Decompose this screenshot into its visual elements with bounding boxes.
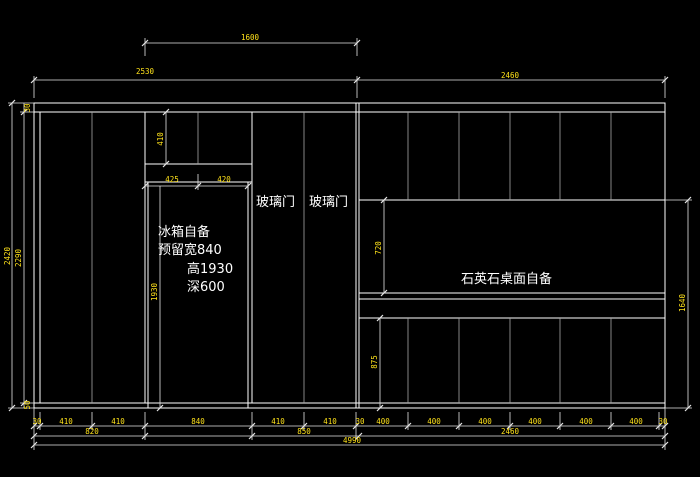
top-dimensions bbox=[30, 38, 669, 98]
dim-1930: 1930 bbox=[150, 282, 159, 301]
dim-bot-410c: 410 bbox=[271, 417, 285, 426]
dimension-tick bbox=[684, 196, 692, 204]
dim-bot-400d: 400 bbox=[528, 417, 542, 426]
dim-bot-30c: 30 bbox=[658, 417, 668, 426]
dim-720: 720 bbox=[374, 241, 383, 255]
note-fridge-3: 高1930 bbox=[187, 261, 233, 277]
dim-2460: 2460 bbox=[501, 71, 520, 80]
dimension-tick bbox=[141, 182, 149, 190]
dimension-tick bbox=[244, 182, 252, 190]
note-glass-door-1: 玻璃门 bbox=[256, 195, 295, 210]
dimension-tick bbox=[248, 432, 256, 440]
dimension-tick bbox=[30, 422, 38, 430]
dimension-tick bbox=[36, 422, 44, 430]
dim-bot-840: 840 bbox=[191, 417, 205, 426]
dimension-tick bbox=[380, 196, 388, 204]
quartz-countertop bbox=[358, 292, 666, 300]
dimension-tick bbox=[353, 76, 361, 84]
dimension-tick bbox=[376, 404, 384, 412]
dim-bot-30b: 30 bbox=[355, 417, 365, 426]
dim-bot-410d: 410 bbox=[323, 417, 337, 426]
dimension-tick bbox=[556, 422, 564, 430]
dimension-tick bbox=[661, 76, 669, 84]
dimension-tick bbox=[655, 422, 663, 430]
dimension-tick bbox=[8, 404, 16, 412]
dim-total-4990: 4990 bbox=[343, 436, 362, 445]
inner-dimensions bbox=[141, 108, 692, 412]
dimension-tick bbox=[248, 422, 256, 430]
dimension-tick bbox=[141, 422, 149, 430]
dim-1600: 1600 bbox=[241, 33, 260, 42]
left-tall-unit bbox=[39, 112, 305, 408]
dim-1640: 1640 bbox=[678, 293, 687, 312]
note-fridge-2: 预留宽840 bbox=[158, 242, 222, 258]
dim-2530: 2530 bbox=[136, 67, 155, 76]
dimension-tick bbox=[380, 289, 388, 297]
bottom-dimensions bbox=[30, 408, 669, 450]
dim-bot-400b: 400 bbox=[427, 417, 441, 426]
dimension-tick bbox=[141, 432, 149, 440]
dimension-tick bbox=[455, 422, 463, 430]
dim-30-left: 30 bbox=[23, 103, 32, 113]
dimension-tick bbox=[20, 399, 28, 407]
note-quartz-top: 石英石桌面自备 bbox=[461, 271, 552, 287]
dimension-tick bbox=[661, 422, 669, 430]
dimension-tick bbox=[162, 108, 170, 116]
note-glass-door-2: 玻璃门 bbox=[309, 195, 348, 210]
dim-bot-400a: 400 bbox=[376, 417, 390, 426]
cabinet-outline bbox=[33, 102, 666, 409]
dimension-tick bbox=[141, 39, 149, 47]
dim-bot-410a: 410 bbox=[59, 417, 73, 426]
dimension-tick bbox=[661, 432, 669, 440]
dim-2420: 2420 bbox=[3, 246, 12, 265]
dim-bot-30a: 30 bbox=[32, 417, 42, 426]
dimension-tick bbox=[88, 422, 96, 430]
dim-420: 420 bbox=[217, 175, 231, 184]
outer-frame bbox=[33, 102, 666, 409]
dim-2290: 2290 bbox=[14, 248, 23, 267]
dim-total-850: 850 bbox=[297, 427, 311, 436]
dimension-tick bbox=[506, 422, 514, 430]
note-fridge-1: 冰箱自备 bbox=[158, 224, 210, 240]
dimension-tick bbox=[162, 160, 170, 168]
dimension-tick bbox=[404, 422, 412, 430]
note-fridge-4: 深600 bbox=[187, 280, 225, 295]
dim-bot-400c: 400 bbox=[478, 417, 492, 426]
dimension-tick bbox=[355, 432, 363, 440]
dimension-tick bbox=[376, 314, 384, 322]
left-dimensions bbox=[8, 99, 34, 412]
dimension-tick bbox=[607, 422, 615, 430]
dimension-tick bbox=[352, 422, 360, 430]
dimension-tick bbox=[156, 404, 164, 412]
dimension-tick bbox=[20, 108, 28, 116]
dimension-tick bbox=[30, 441, 38, 449]
dim-875: 875 bbox=[370, 355, 379, 369]
dimension-tick bbox=[684, 404, 692, 412]
dimension-tick bbox=[300, 422, 308, 430]
dimension-tick bbox=[8, 99, 16, 107]
dim-50-left: 50 bbox=[23, 400, 32, 410]
dim-425: 425 bbox=[165, 175, 179, 184]
right-section bbox=[358, 112, 666, 403]
dimension-tick bbox=[30, 76, 38, 84]
dimension-tick bbox=[194, 182, 202, 190]
dim-bot-400e: 400 bbox=[579, 417, 593, 426]
dim-bot-410b: 410 bbox=[111, 417, 125, 426]
dim-total-820: 820 bbox=[85, 427, 99, 436]
dim-410-inner: 410 bbox=[156, 132, 165, 146]
dim-bot-400f: 400 bbox=[629, 417, 643, 426]
dimension-tick bbox=[661, 441, 669, 449]
dim-total-2460: 2460 bbox=[501, 427, 520, 436]
dimension-tick bbox=[30, 432, 38, 440]
dimension-tick bbox=[353, 39, 361, 47]
